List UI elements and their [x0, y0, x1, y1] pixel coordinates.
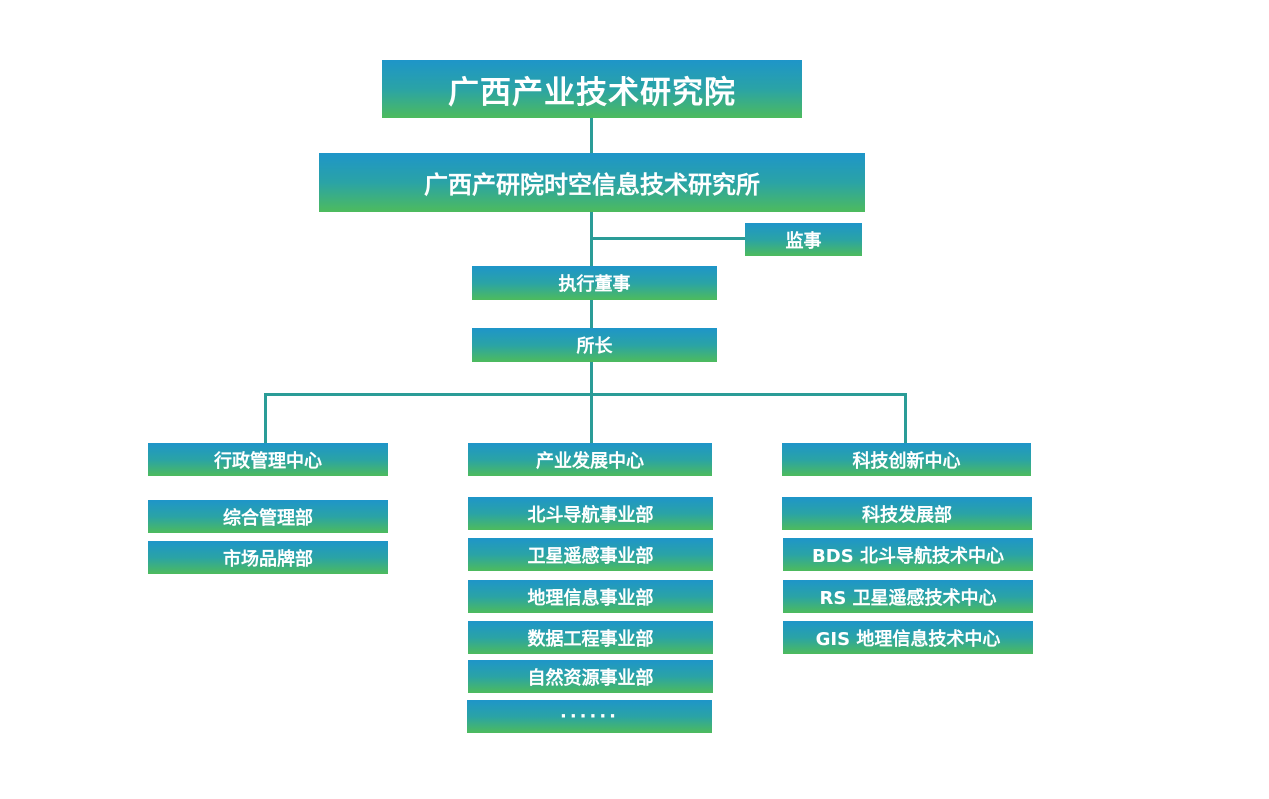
connector-supervisor: [590, 237, 746, 240]
connector-admin-center: [264, 393, 267, 444]
department-box: 市场品牌部: [148, 541, 388, 574]
director-box: 所长: [472, 328, 717, 362]
executive-director-box: 执行董事: [472, 266, 717, 300]
connector-horizontal-bus: [264, 393, 907, 396]
department-box: 数据工程事业部: [468, 621, 713, 654]
department-box: 科技发展部: [782, 497, 1032, 530]
connector-exec-director: [590, 299, 593, 329]
industry-center-box: 产业发展中心: [468, 443, 712, 476]
department-box: 综合管理部: [148, 500, 388, 533]
department-box: 自然资源事业部: [468, 660, 713, 693]
department-box: 地理信息事业部: [468, 580, 713, 613]
department-box: 卫星遥感事业部: [468, 538, 713, 571]
connector-tech-center: [904, 393, 907, 444]
connector-top-institute: [590, 117, 593, 154]
tech-center-box: 科技创新中心: [782, 443, 1031, 476]
connector-industry-center: [590, 393, 593, 444]
department-box: RS 卫星遥感技术中心: [783, 580, 1033, 613]
connector-director-bus: [590, 361, 593, 395]
institute-box: 广西产研院时空信息技术研究所: [319, 153, 865, 212]
department-box: BDS 北斗导航技术中心: [783, 538, 1033, 571]
more-departments-box: ······: [467, 700, 712, 733]
admin-center-box: 行政管理中心: [148, 443, 388, 476]
top-organization-box: 广西产业技术研究院: [382, 60, 802, 118]
department-box: 北斗导航事业部: [468, 497, 713, 530]
supervisor-box: 监事: [745, 223, 862, 256]
department-box: GIS 地理信息技术中心: [783, 621, 1033, 654]
